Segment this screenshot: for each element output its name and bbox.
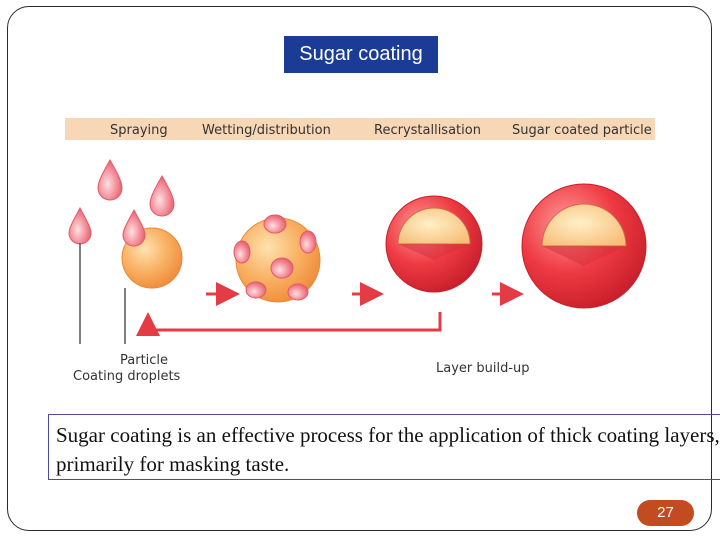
step-label-coated-particle: Sugar coated particle [512, 123, 652, 138]
layer-buildup-loop-arrow [136, 312, 442, 336]
caption-text: Sugar coating is an effective process fo… [48, 414, 720, 480]
step-label-spraying: Spraying [110, 123, 168, 138]
spread-droplet [245, 281, 267, 299]
droplet-icon [149, 174, 175, 217]
stage-wetting [233, 214, 321, 303]
droplet-icon [68, 206, 92, 245]
coated-particle-core [541, 203, 627, 247]
layer-buildup-label: Layer build-up [436, 361, 530, 376]
slide-title: Sugar coating [284, 36, 438, 73]
spread-droplet [287, 283, 309, 301]
spread-droplet [270, 257, 294, 279]
spread-droplet [263, 214, 287, 234]
coated-particle-rim [542, 246, 626, 266]
cutaway-rim [398, 244, 470, 260]
step-label-recrystallisation: Recrystallisation [374, 123, 481, 138]
spread-droplet [233, 240, 251, 264]
droplet-icon [122, 208, 146, 247]
stage-recrystallisation [385, 195, 483, 293]
page-number-badge: 27 [637, 500, 694, 526]
steps-header-band [65, 118, 655, 140]
coating-droplets-label: Coating droplets [73, 369, 181, 384]
droplet-icon [97, 158, 123, 201]
stage-coated-particle [521, 183, 647, 309]
cutaway-core [397, 207, 471, 245]
slide-frame [7, 6, 712, 531]
sugar-coating-diagram: Spraying Wetting/distribution Recrystall… [65, 118, 655, 384]
stage-spraying [68, 158, 183, 344]
particle-label: Particle [120, 353, 168, 368]
step-label-wetting: Wetting/distribution [202, 123, 331, 138]
spread-droplet [299, 230, 317, 254]
